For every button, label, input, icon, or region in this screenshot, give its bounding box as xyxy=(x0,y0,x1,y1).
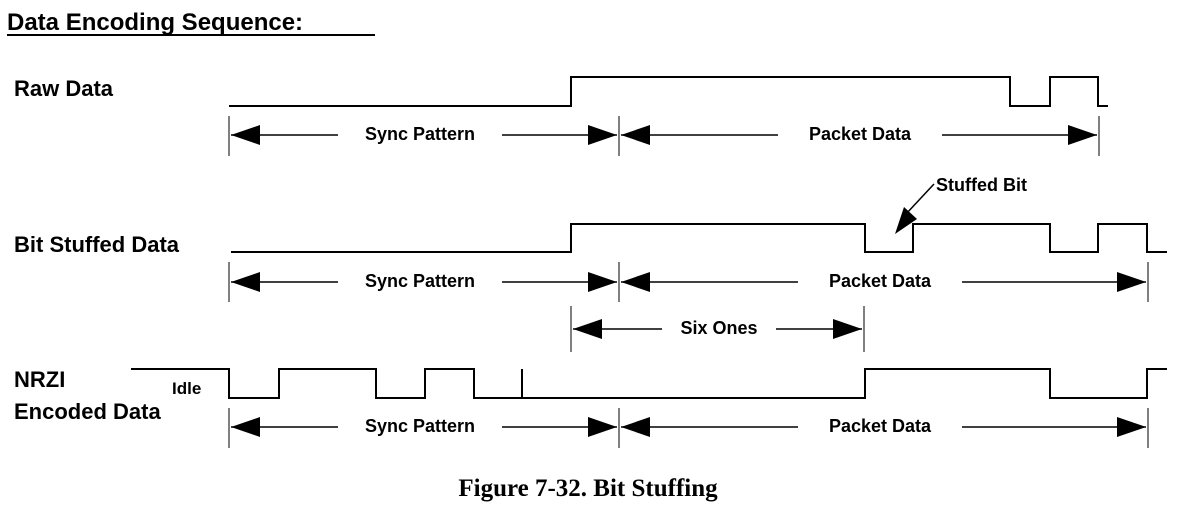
arrow-left xyxy=(621,272,650,292)
arrow-left xyxy=(621,417,650,437)
arrow-left xyxy=(573,319,602,339)
figure-caption: Figure 7-32. Bit Stuffing xyxy=(458,475,718,502)
nrzi-sync-pattern-label: Sync Pattern xyxy=(365,416,475,436)
arrow-left xyxy=(231,125,260,145)
arrow-right xyxy=(833,319,862,339)
arrow-left xyxy=(231,272,260,292)
arrow-left xyxy=(621,125,650,145)
encoded-data-label: Encoded Data xyxy=(14,399,161,424)
raw-data-label: Raw Data xyxy=(14,76,114,101)
raw-sync-pattern-label: Sync Pattern xyxy=(365,124,475,144)
arrow-right xyxy=(1117,272,1146,292)
stuffed-bit-arrowhead xyxy=(895,207,917,234)
stuffed-bit-annotation: Stuffed Bit xyxy=(936,175,1027,195)
raw-packet-data-label: Packet Data xyxy=(809,124,912,144)
arrow-right xyxy=(1068,125,1097,145)
idle-label: Idle xyxy=(172,379,201,398)
stuffed-sync-pattern-label: Sync Pattern xyxy=(365,271,475,291)
nrzi-waveform xyxy=(131,368,1167,399)
arrow-right xyxy=(1117,417,1146,437)
arrow-left xyxy=(231,417,260,437)
nrzi-packet-span: Packet Data xyxy=(621,408,1149,448)
section-title: Data Encoding Sequence: xyxy=(7,9,303,36)
bit-stuffed-data-label: Bit Stuffed Data xyxy=(14,232,180,257)
nrzi-packet-data-label: Packet Data xyxy=(829,416,932,436)
arrow-right xyxy=(588,417,617,437)
stuffed-packet-span: Packet Data xyxy=(621,262,1149,302)
arrow-right xyxy=(588,272,617,292)
nrzi-sync-span: Sync Pattern xyxy=(228,408,620,448)
arrow-right xyxy=(588,125,617,145)
six-ones-label: Six Ones xyxy=(680,318,757,338)
six-ones-span: Six Ones xyxy=(570,306,865,352)
nrzi-label: NRZI xyxy=(14,367,65,392)
raw-packet-span: Packet Data xyxy=(621,116,1100,156)
stuffed-sync-span: Sync Pattern xyxy=(228,262,620,302)
stuffed-packet-data-label: Packet Data xyxy=(829,271,932,291)
bit-stuffed-waveform xyxy=(231,223,1167,253)
raw-sync-span: Sync Pattern xyxy=(228,116,620,156)
raw-data-waveform xyxy=(229,76,1108,107)
stuffed-bit-pointer xyxy=(905,183,935,215)
